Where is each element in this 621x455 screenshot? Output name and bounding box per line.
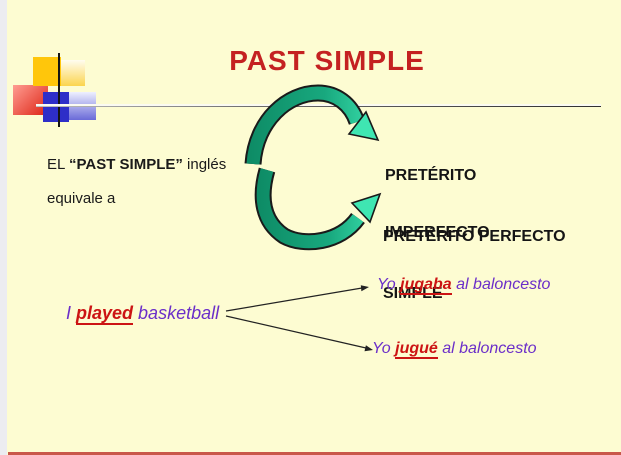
tense-imperfecto-line1: PRETÉRITO bbox=[385, 167, 477, 184]
translation-imperfecto: Yo jugaba al baloncesto bbox=[377, 276, 551, 295]
cycle-arrow-bottom-icon bbox=[254, 167, 382, 251]
logo-red-square bbox=[13, 85, 48, 115]
bottom-red-edge bbox=[8, 452, 621, 455]
translation1-rest: al baloncesto bbox=[451, 276, 551, 293]
example-object: basketball bbox=[133, 303, 220, 323]
branch-arrow-lower bbox=[225, 315, 373, 352]
intro-line-2: equivale a bbox=[47, 190, 116, 207]
slide-title: PAST SIMPLE bbox=[229, 45, 425, 76]
tense-imperfecto-line2: IMPERFECTO bbox=[385, 224, 490, 241]
logo-yellow-square bbox=[33, 57, 61, 86]
example-subject: I bbox=[66, 303, 77, 323]
intro-line-1: EL “PAST SIMPLE” inglés bbox=[47, 156, 226, 173]
logo-pale-yellow-square bbox=[61, 60, 85, 86]
translation1-verb: jugaba bbox=[400, 276, 452, 295]
tense-perfecto-line2: SIMPLE bbox=[383, 285, 443, 302]
translation2-rest: al baloncesto bbox=[437, 340, 537, 357]
intro-quoted-term: “PAST SIMPLE” bbox=[68, 156, 183, 173]
tense-label-imperfecto: PRETÉRITO IMPERFECTO bbox=[385, 128, 490, 280]
example-sentence: I played basketball bbox=[66, 303, 220, 325]
translation2-pronoun: Yo bbox=[372, 340, 396, 357]
intro-suffix: inglés bbox=[182, 156, 227, 173]
intro-text: EL “PAST SIMPLE” inglés equivale a bbox=[47, 156, 226, 207]
translation1-pronoun: Yo bbox=[377, 276, 401, 293]
translation-perfecto: Yo jugué al baloncesto bbox=[372, 340, 537, 359]
example-verb: played bbox=[76, 303, 134, 325]
divider-line bbox=[36, 105, 601, 108]
branch-arrow-upper bbox=[225, 285, 369, 312]
slide-background: PAST SIMPLE EL “PAST SIMPLE” inglés equi… bbox=[7, 0, 621, 455]
logo-vertical-line bbox=[58, 53, 60, 127]
translation2-verb: jugué bbox=[395, 340, 438, 359]
tense-perfecto-line1: PRETÉRITO PERFECTO bbox=[383, 228, 566, 245]
tense-label-perfecto-simple: PRETÉRITO PERFECTO SIMPLE bbox=[383, 189, 566, 341]
intro-prefix: EL bbox=[47, 156, 69, 173]
